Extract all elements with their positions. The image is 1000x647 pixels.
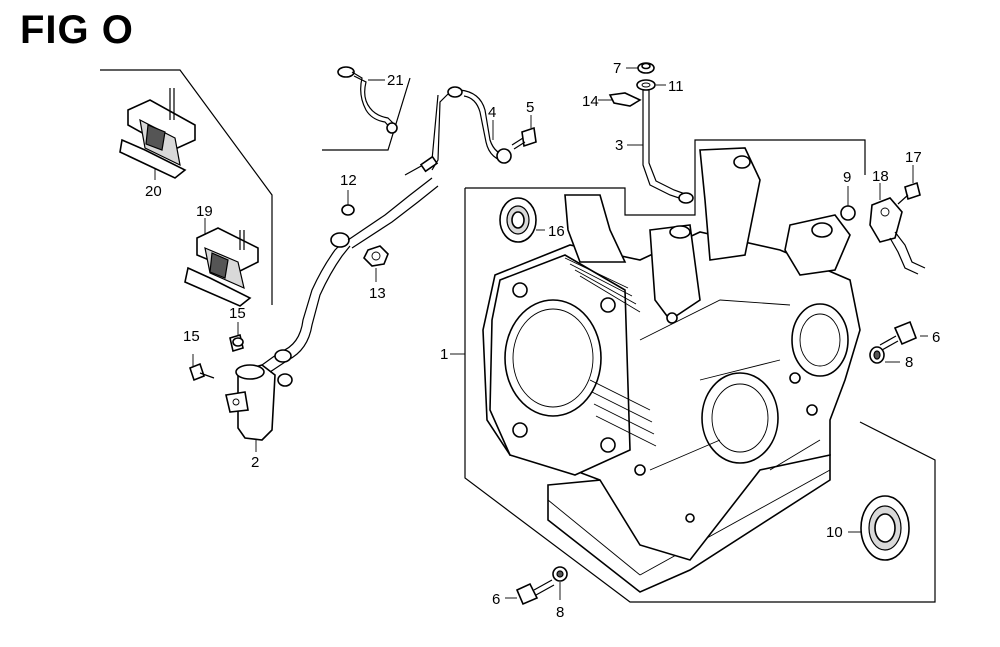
callout-1: 1 [440,346,448,363]
bolt-6-bottom [515,579,555,606]
callout-5: 5 [526,99,534,116]
nut-9 [840,205,856,221]
sensor-18 [869,197,926,275]
bolt-15-right [229,333,244,353]
callout-10: 10 [826,524,843,541]
callout-3: 3 [615,137,623,154]
bolt-6-right [879,320,918,351]
callout-14: 14 [582,93,599,110]
callout-18: 18 [872,168,889,185]
bolt-5 [511,126,537,150]
callout-17: 17 [905,149,922,166]
callout-6-right: 6 [932,329,940,346]
callout-19: 19 [196,203,213,220]
callout-11: 11 [668,78,684,95]
callout-16: 16 [548,223,565,240]
callout-21: 21 [387,72,404,89]
oil-seal-16 [499,197,537,243]
callout-8-bottom: 8 [556,604,564,621]
figure-title: FIG O [20,8,134,52]
wire-harness-21 [337,66,398,134]
governor-rod [642,88,694,204]
callout-15-left: 15 [183,328,200,345]
engine-mount-19 [184,227,259,307]
callout-labels: 1 2 3 4 5 6 6 7 8 8 9 10 11 12 13 14 15 … [145,60,940,621]
crankcase [482,147,861,593]
callout-9: 9 [843,169,851,186]
callout-20: 20 [145,183,162,200]
nut-12 [341,204,355,216]
oil-level-switch-wire [447,86,512,164]
callout-6-bottom: 6 [492,591,500,608]
bolt-15-left [189,362,215,382]
washer-8-bottom [552,566,568,582]
engine-mount-20 [119,88,196,179]
callout-2: 2 [251,454,259,471]
bolt-17 [897,181,921,205]
callout-4: 4 [488,104,496,121]
nut-13 [363,245,389,267]
leader-lines [154,67,928,600]
nut-7 [637,62,655,74]
callout-8-right: 8 [905,354,913,371]
washer-11 [636,79,656,91]
oil-seal-10 [860,495,910,561]
callout-7: 7 [613,60,621,77]
oil-pipe-assembly [225,93,449,441]
callout-15-right: 15 [229,305,246,322]
group-boundary-lines [100,69,936,603]
callout-13: 13 [369,285,386,302]
callout-12: 12 [340,172,357,189]
clip-14 [608,92,642,107]
washer-8-right [869,346,885,364]
